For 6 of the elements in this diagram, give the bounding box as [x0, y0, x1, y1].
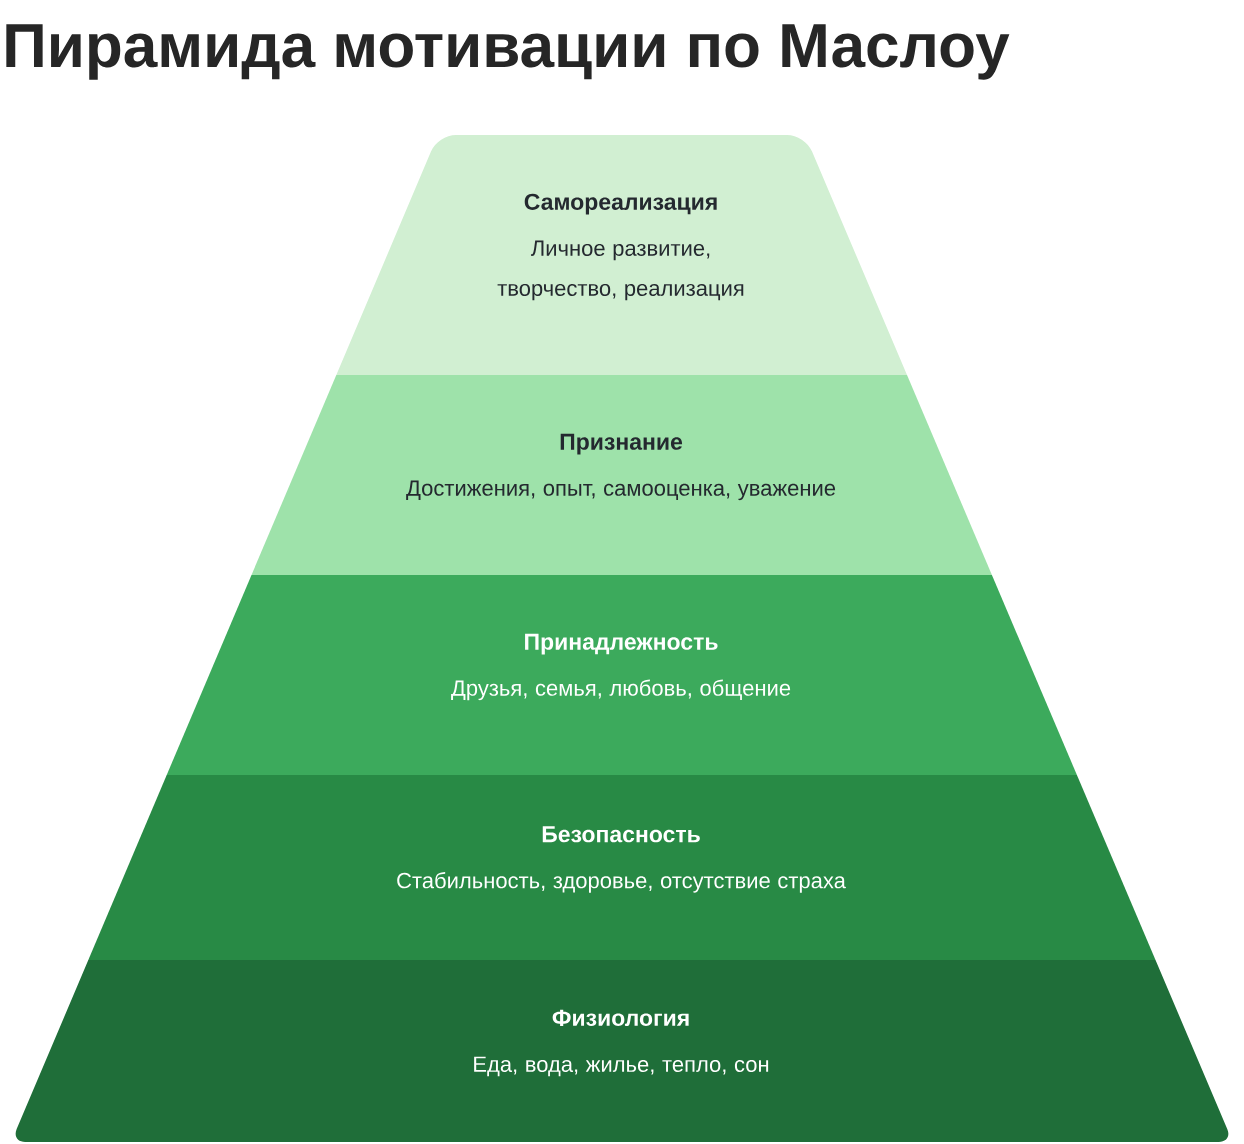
- pyramid-level: Самореализация Личное развитие, творчество, реализация: [336, 135, 907, 375]
- pyramid-level: Принадлежность Друзья, семья, любовь, общение: [166, 575, 1077, 775]
- pyramid-level: Безопасность Стабильность, здоровье, отсутствие страха: [88, 775, 1156, 960]
- pyramid-level: Физиология Еда, вода, жилье, тепло, сон: [15, 960, 1229, 1142]
- pyramid-level: Признание Достижения, опыт, самооценка, уважение: [251, 375, 992, 575]
- title: Пирамида мотивации по Маслоу: [6, 24, 1010, 80]
